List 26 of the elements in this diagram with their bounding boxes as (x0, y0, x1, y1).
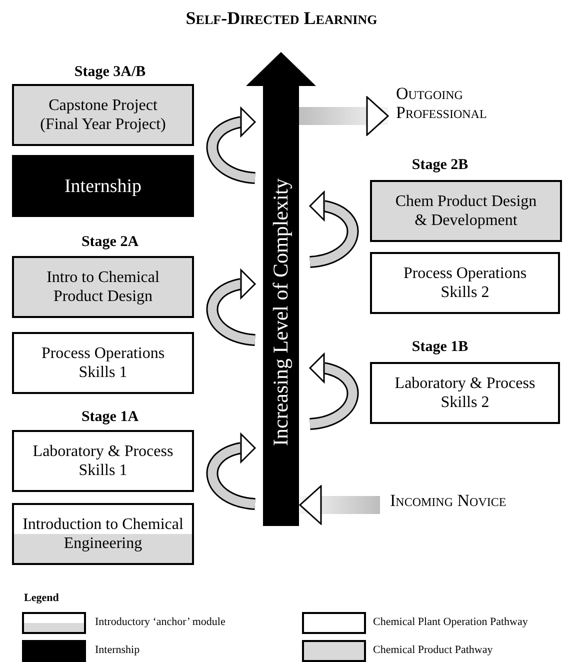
module-box: Laboratory & Process Skills 2 (370, 362, 560, 424)
block-arrow (299, 485, 380, 525)
module-box: Intro to Chemical Product Design (12, 256, 194, 318)
arrow-label: Increasing Level of Complexity (268, 177, 294, 448)
module-box: Introduction to Chemical Engineering (12, 503, 194, 565)
module-box: Process Operations Skills 2 (370, 252, 560, 314)
legend-text: Internship (95, 644, 140, 656)
legend-heading: Legend (24, 592, 59, 604)
title: Self-Directed Learning (184, 8, 378, 29)
module-box: Capstone Project (Final Year Project) (12, 84, 194, 146)
module-box: Process Operations Skills 1 (12, 332, 194, 394)
legend-text: Chemical Product Pathway (373, 644, 493, 656)
stage-heading: Stage 2A (80, 234, 140, 251)
stage-heading: Stage 1A (80, 409, 140, 426)
legend-text: Chemical Plant Operation Pathway (373, 616, 528, 628)
module-box: Internship (12, 155, 194, 217)
outcome-label: Incoming Novice (390, 491, 560, 515)
stage-heading: Stage 3A/B (73, 64, 147, 81)
block-arrow (298, 96, 389, 136)
module-box: Chem Product Design & Development (370, 180, 562, 242)
outcome-label: Outgoing Professional (396, 84, 546, 128)
complexity-arrow (246, 52, 316, 526)
stage-heading: Stage 1B (410, 339, 470, 356)
module-box: Laboratory & Process Skills 1 (12, 430, 194, 492)
legend-text: Introductory ‘anchor’ module (95, 616, 226, 628)
stage-heading: Stage 2B (410, 157, 470, 174)
